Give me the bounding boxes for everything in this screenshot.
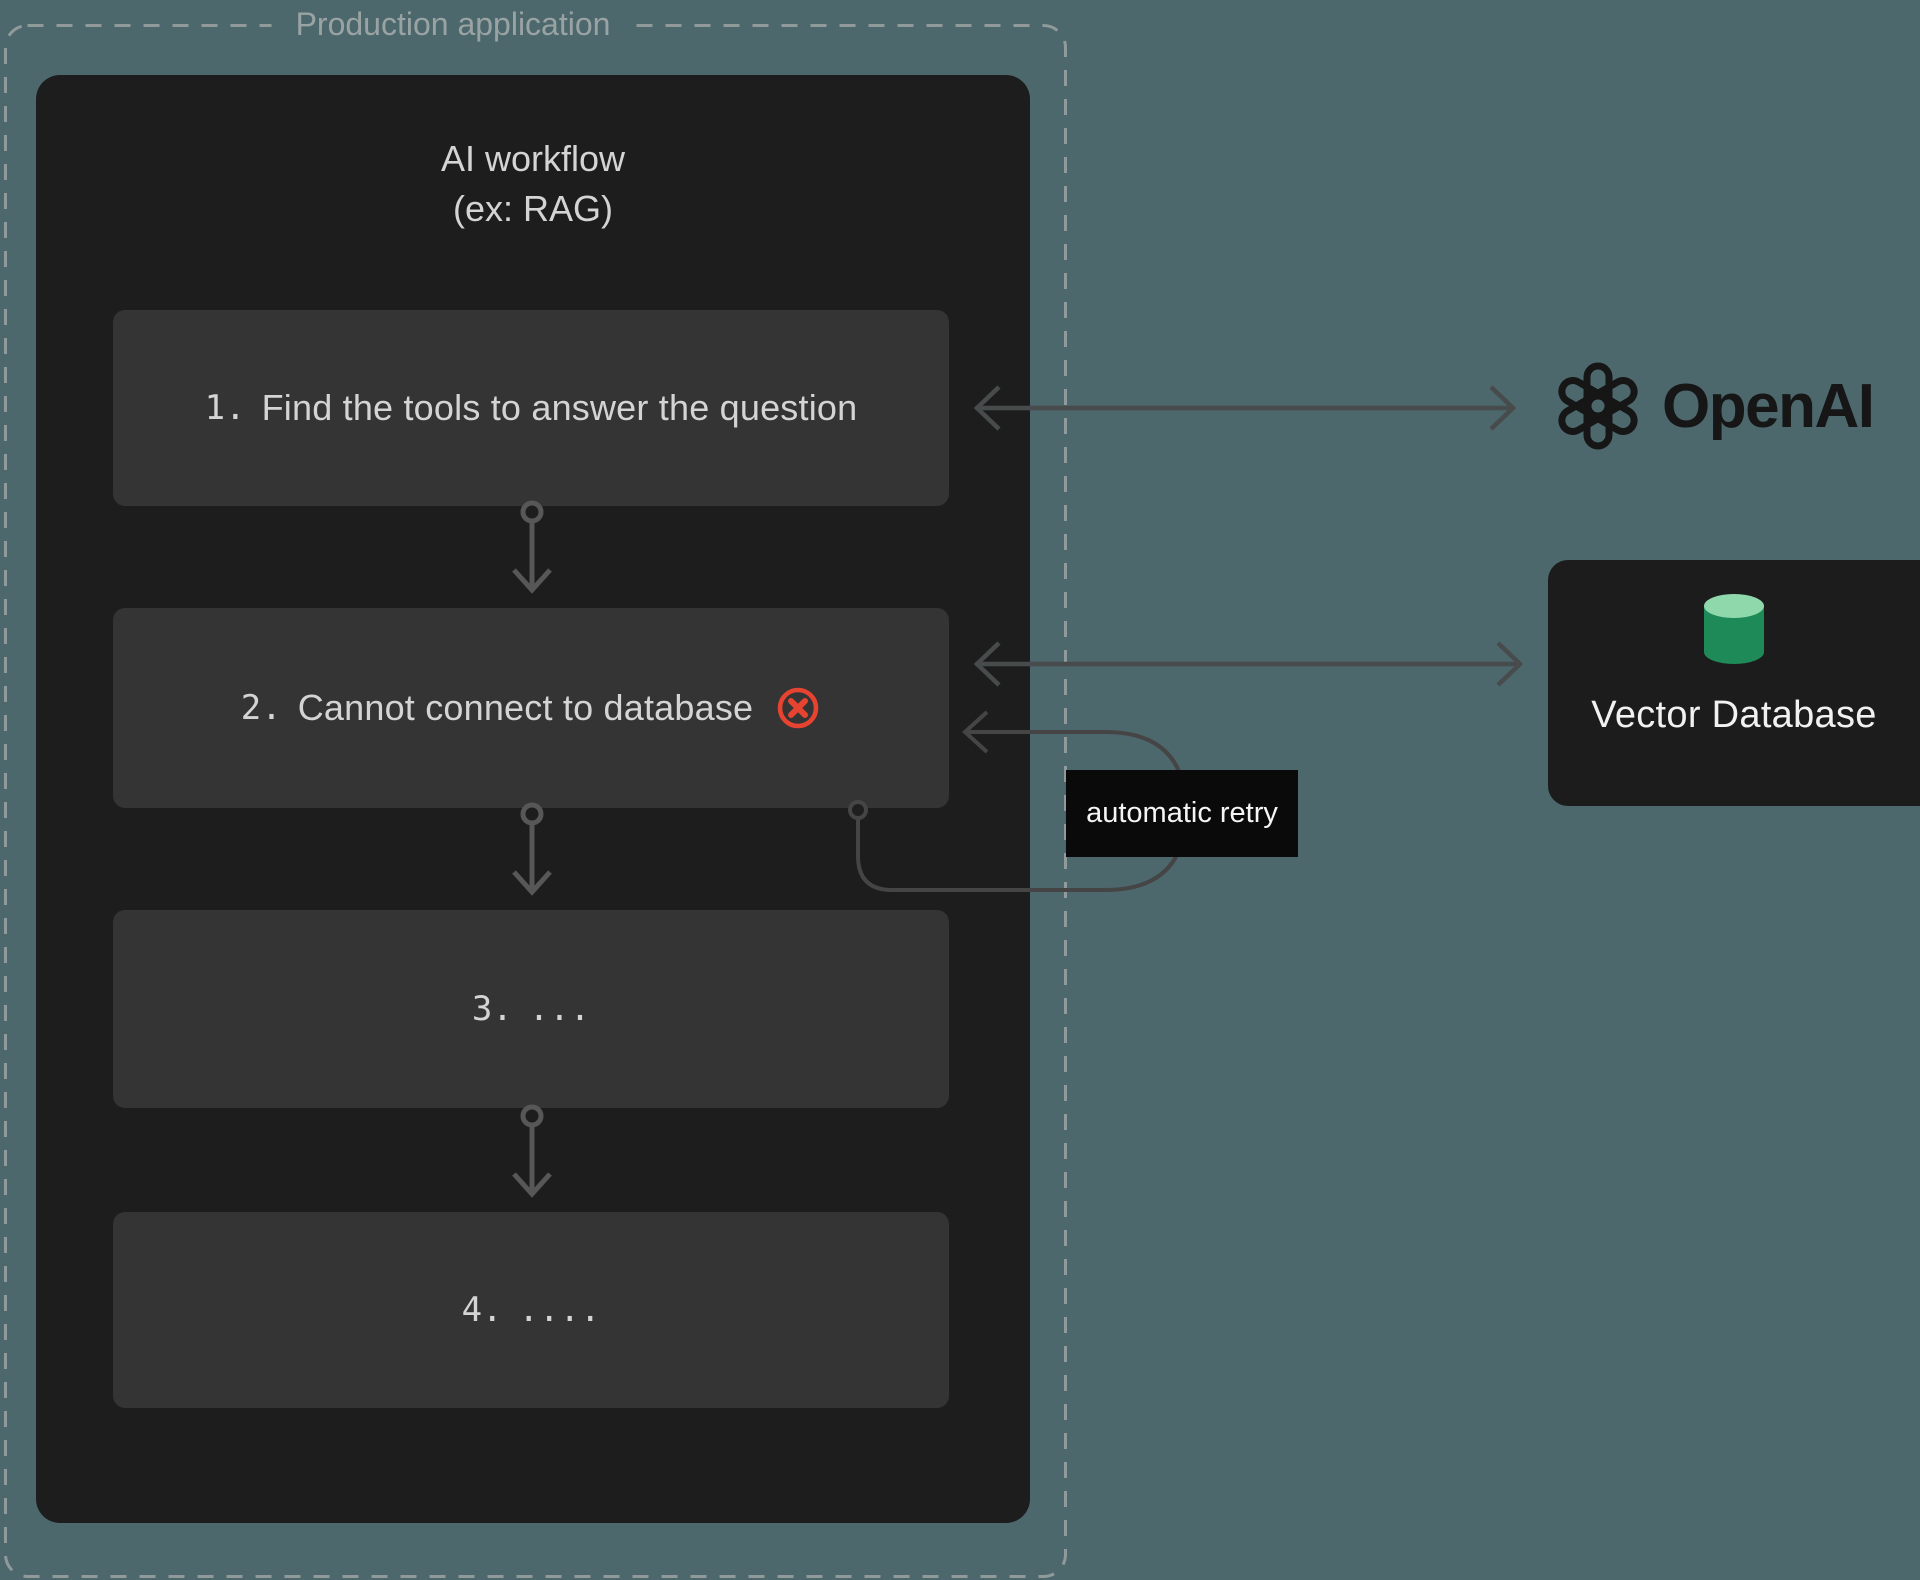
workflow-step-1: 1. Find the tools to answer the question [113, 310, 949, 506]
openai-flower-icon [1558, 362, 1638, 450]
step-3-number: 3. [471, 989, 513, 1029]
workflow-title-line1: AI workflow [440, 138, 626, 179]
step-2-number: 2. [240, 688, 282, 728]
vector-database-label: Vector Database [1591, 694, 1877, 736]
step-1-number: 1. [204, 388, 246, 428]
step-2-label: Cannot connect to database [297, 687, 754, 728]
step-3-label: ... [528, 989, 591, 1029]
openai-wordmark: OpenAI [1662, 371, 1875, 441]
workflow-step-4: 4. .... [113, 1212, 949, 1408]
database-cylinder-icon [1704, 594, 1764, 664]
step-4-number: 4. [461, 1290, 503, 1330]
automatic-retry-label: automatic retry [1066, 770, 1298, 857]
arrow-step2-vectordb [973, 641, 1524, 687]
step-1-label: Find the tools to answer the question [261, 387, 858, 428]
production-application-label: Production application [271, 2, 635, 46]
step-4-label: .... [518, 1290, 601, 1330]
workflow-step-3: 3. ... [113, 910, 949, 1108]
arrow-step1-openai [973, 385, 1517, 431]
workflow-title: AI workflow (ex: RAG) [36, 134, 1030, 234]
workflow-title-line2: (ex: RAG) [452, 188, 613, 229]
vector-database-card: Vector Database [1548, 560, 1920, 806]
workflow-step-2: 2. Cannot connect to database [113, 608, 949, 808]
openai-logo: OpenAI [1548, 354, 1875, 458]
error-icon [777, 687, 819, 729]
